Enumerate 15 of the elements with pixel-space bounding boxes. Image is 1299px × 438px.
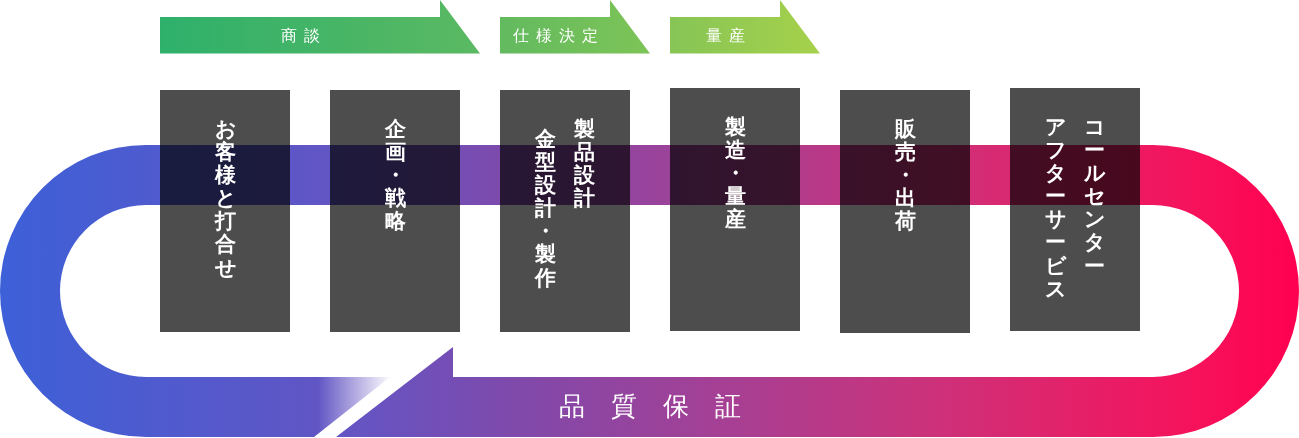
vertical-label: 金型設計・製作 [535, 128, 556, 290]
vertical-label: 企画・戦略 [384, 118, 406, 234]
banner-label: 商談 [279, 25, 327, 46]
vertical-label: 製造・量産 [724, 116, 746, 232]
vertical-label: コールセンター [1084, 116, 1105, 278]
vertical-label: 製品設計 [574, 118, 595, 211]
phase-banner [160, 0, 480, 54]
vertical-label: お客様と打合せ [214, 118, 236, 280]
phase-banner [670, 0, 820, 54]
banner-label: 量産 [704, 25, 752, 46]
vertical-label: 販売・出荷 [894, 118, 916, 234]
band-label: 品質保証 [558, 390, 767, 423]
banner-label: 仕様決定 [511, 25, 605, 46]
phase-banner [500, 0, 650, 54]
vertical-label: アフターサービス [1045, 116, 1066, 301]
